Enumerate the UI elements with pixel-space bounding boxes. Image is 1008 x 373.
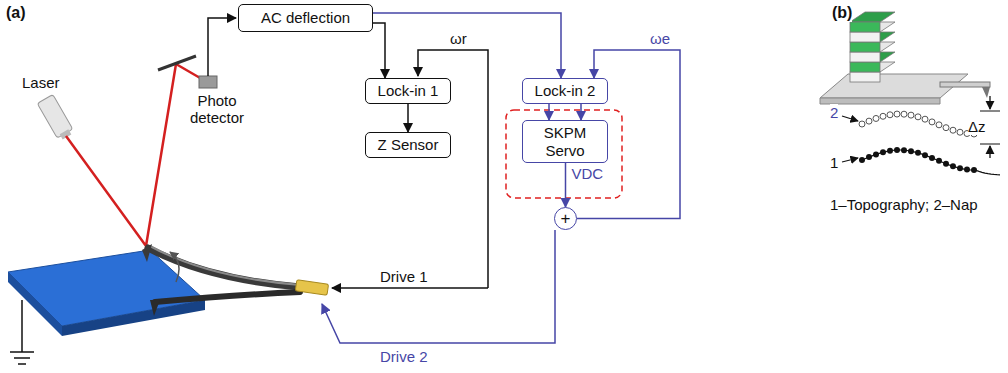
signal-name: Drive 2 (380, 348, 428, 365)
signal-name: Drive 1 (380, 268, 428, 285)
cantilever (148, 248, 300, 287)
leader-line (842, 116, 858, 121)
node-text: SKPM Servo (529, 124, 601, 159)
sample-side (8, 272, 62, 336)
servo-box: SKPM Servo (522, 120, 608, 163)
signal-box: AC deflection (238, 4, 373, 32)
drive-wire (332, 287, 488, 289)
piezo-chip (295, 280, 328, 295)
probe-illustration (820, 12, 990, 104)
sensor-box: Z Sensor (365, 132, 451, 158)
part-name: Laser (22, 74, 60, 91)
servo-region (506, 110, 622, 198)
lock-in-box: Lock-in 2 (522, 78, 608, 104)
drive-wire (322, 230, 555, 343)
node-text: + (561, 210, 571, 227)
laser-symbol (37, 94, 75, 141)
connector (407, 104, 409, 132)
tip (142, 244, 152, 262)
legend-note: 1–Topography; 2–Nap (830, 196, 978, 213)
cantilever-highlight (150, 246, 300, 285)
photo-detector (199, 76, 217, 88)
leader-line (842, 158, 858, 162)
signal-name: ωr (450, 30, 467, 47)
scan-lines (859, 111, 1000, 175)
ground-symbol (10, 300, 34, 364)
lock-in-box: Lock-in 1 (365, 78, 451, 104)
connector (548, 104, 550, 120)
tip (150, 300, 160, 316)
connector (580, 104, 582, 120)
node-text: Lock-in 1 (378, 82, 439, 99)
dimension: Δz (968, 118, 986, 135)
summing-node: + (554, 207, 577, 230)
sample-front (62, 300, 205, 336)
signal-name: ωe (650, 30, 670, 47)
connector (565, 163, 567, 207)
mirror (158, 56, 196, 70)
signal-wire (208, 18, 236, 76)
node-text: Lock-in 2 (535, 82, 596, 99)
panel-label: (b) (832, 4, 852, 22)
node-text: Z Sensor (378, 136, 439, 153)
part-name: Photo detector (186, 92, 248, 127)
motion-arrow (170, 252, 179, 282)
node-text: AC deflection (261, 9, 350, 26)
callout-number: 2 (830, 104, 838, 121)
panel-label: (a) (6, 4, 26, 22)
connector (373, 13, 561, 78)
cantilever-deflected (155, 292, 300, 302)
signal-name: VDC (572, 165, 604, 182)
connector (373, 23, 385, 78)
callout-number: 1 (830, 154, 838, 171)
